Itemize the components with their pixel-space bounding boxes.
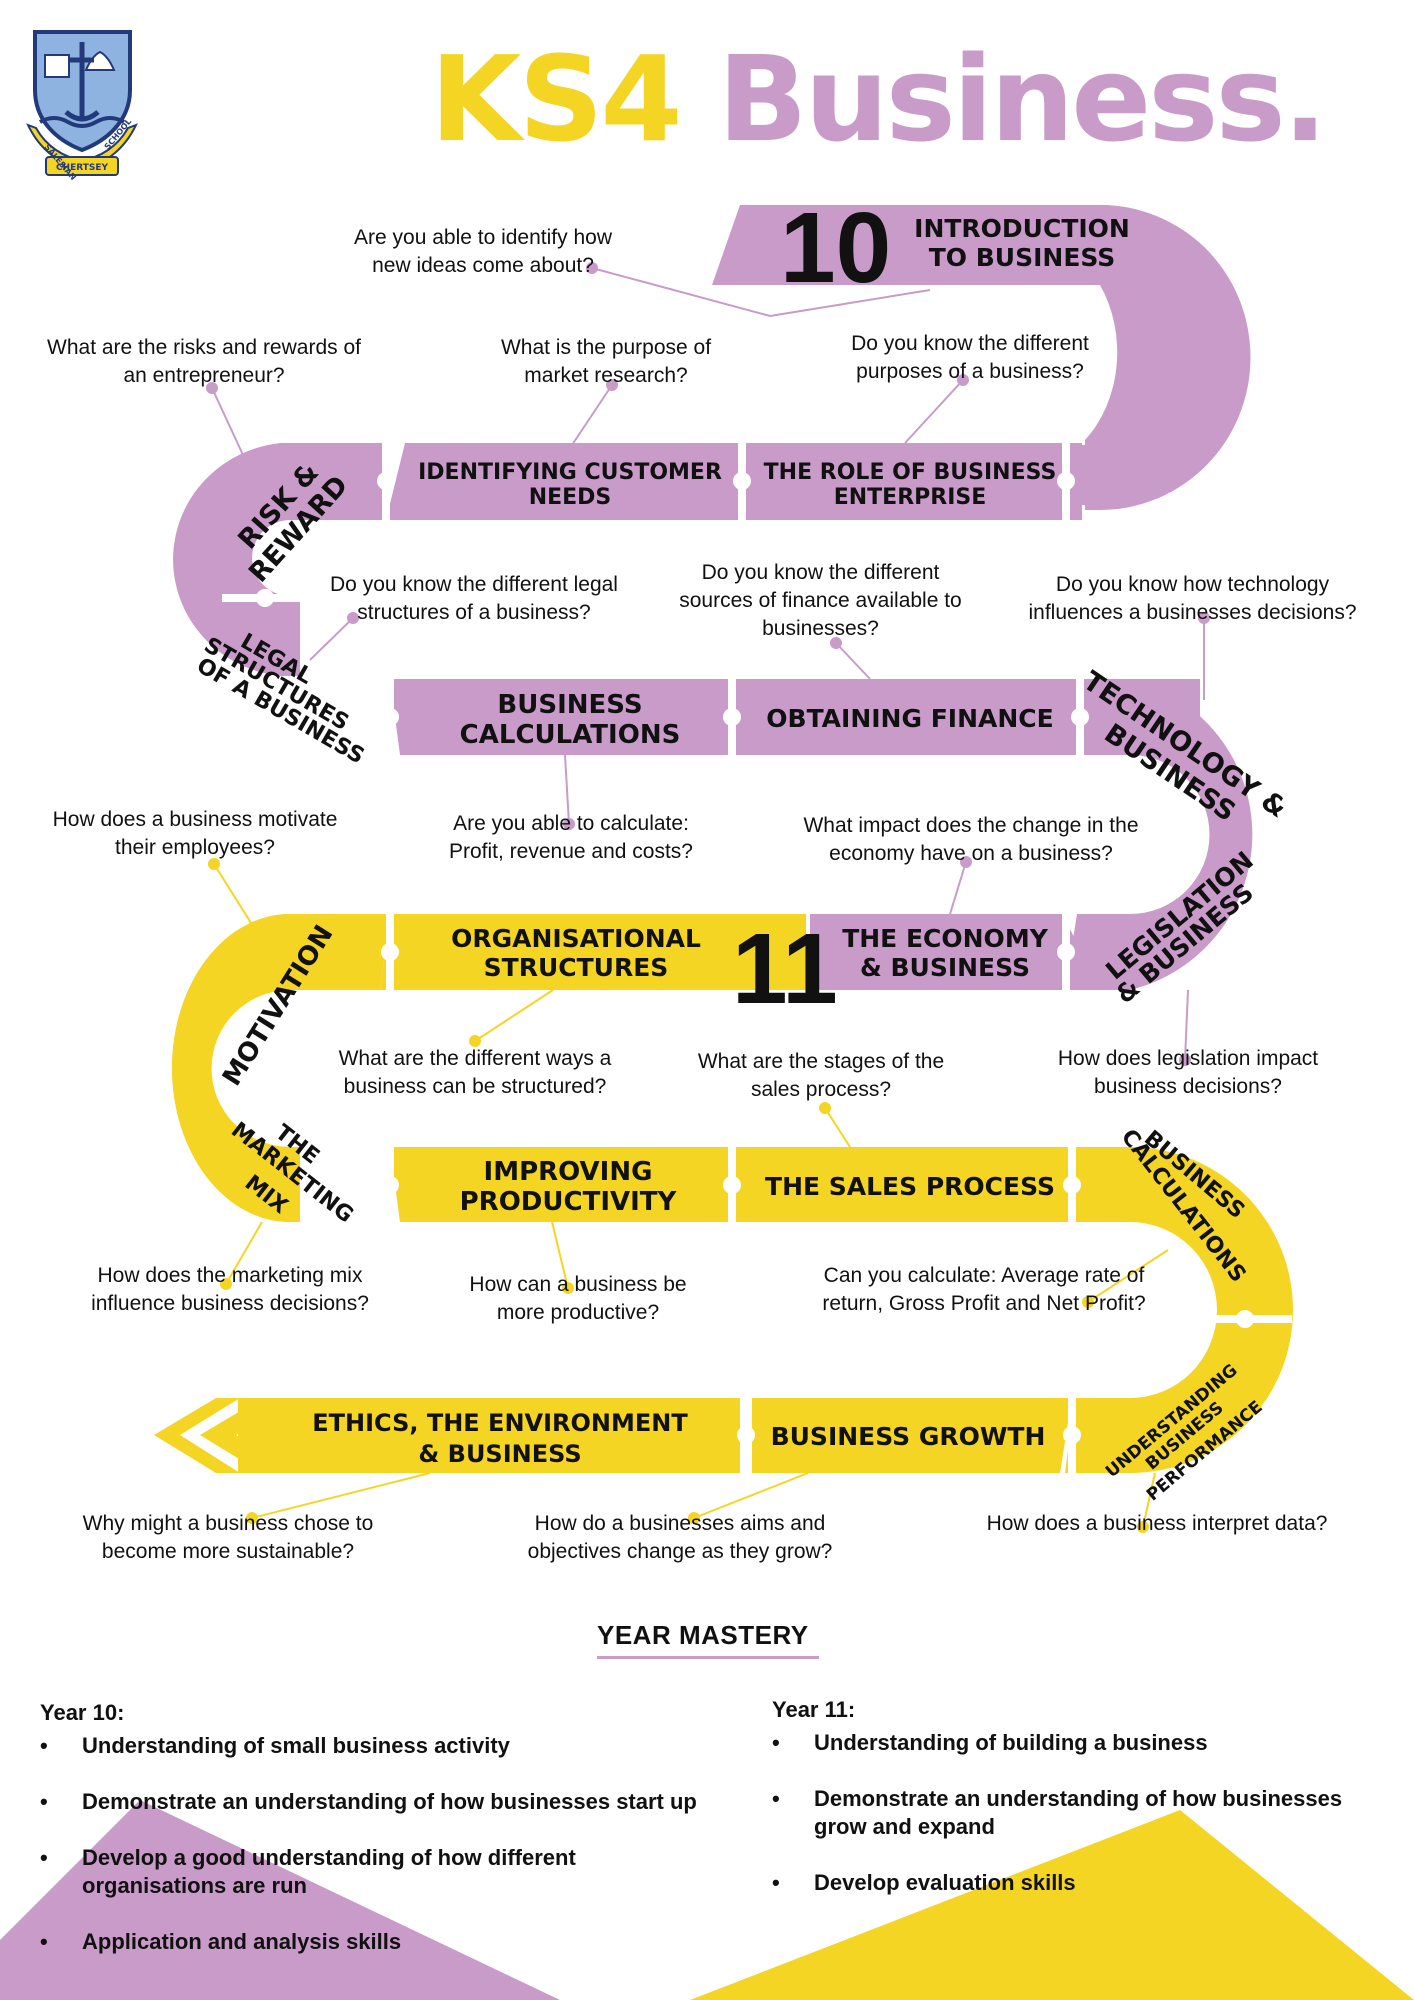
topic-intro-business-2: TO BUSINESS	[929, 243, 1116, 272]
year11-connectors	[213, 863, 1169, 1528]
decor-yellow-triangle	[690, 1810, 1414, 2000]
question-legal-structures: Do you know the different legal structur…	[330, 573, 618, 624]
topic-business-growth: BUSINESS GROWTH	[771, 1422, 1046, 1451]
year10-road	[173, 205, 1253, 990]
question-sustainable: Why might a business chose to become mor…	[82, 1512, 374, 1563]
year10-mastery-item: Develop a good understanding of how diff…	[40, 1844, 642, 1900]
year-mastery-underline	[597, 1656, 819, 1659]
question-productive: How can a business be more productive?	[469, 1273, 687, 1324]
question-market-research: What is the purpose of market research?	[500, 336, 712, 387]
year-10-marker: 10	[780, 192, 891, 304]
year10-mastery-heading: Year 10:	[40, 1700, 125, 1725]
topic-economy-business: THE ECONOMY	[842, 924, 1048, 953]
question-new-ideas: Are you able to identify how new ideas c…	[354, 226, 612, 277]
year11-mastery-item: Demonstrate an understanding of how busi…	[772, 1785, 1374, 1841]
question-sales-stages: What are the stages of the sales process…	[697, 1050, 945, 1101]
topic-economy-business-2: & BUSINESS	[860, 953, 1030, 982]
topic-organisational-structures-2: STRUCTURES	[484, 953, 669, 982]
year11-mastery: Year 11: Understanding of building a bus…	[772, 1697, 1392, 1925]
question-structured: What are the different ways a business c…	[338, 1047, 612, 1098]
year11-mastery-item: Understanding of building a business	[772, 1729, 1392, 1757]
question-technology: Do you know how technology influences a …	[1028, 573, 1357, 624]
question-marketing-mix: How does the marketing mix influence bus…	[91, 1264, 369, 1315]
title-business: Business.	[717, 30, 1328, 168]
topic-role-business-enterprise-2: ENTERPRISE	[834, 485, 987, 510]
question-economy: What impact does the change in the econo…	[803, 814, 1139, 865]
question-aims-objectives: How do a businesses aims and objectives …	[527, 1512, 833, 1563]
year10-mastery-item: Application and analysis skills	[40, 1928, 760, 1956]
crest-text-chertsey: CHERTSEY	[56, 163, 109, 173]
year10-mastery-item: Understanding of small business activity	[40, 1732, 760, 1760]
year11-mastery-item: Develop evaluation skills	[772, 1869, 1392, 1897]
title-ks4: KS4	[430, 30, 683, 168]
page-title: KS4 Business.	[430, 40, 1328, 158]
question-legislation: How does legislation impact business dec…	[1057, 1047, 1319, 1098]
year-mastery-heading: YEAR MASTERY	[597, 1620, 809, 1650]
year10-mastery: Year 10: Understanding of small business…	[40, 1700, 760, 1984]
topic-obtaining-finance: OBTAINING FINANCE	[766, 704, 1053, 733]
topic-improving-productivity: IMPROVING	[484, 1157, 653, 1187]
topic-role-business-enterprise: THE ROLE OF BUSINESS	[764, 460, 1057, 485]
question-sources-finance: Do you know the different sources of fin…	[679, 561, 962, 640]
topic-sales-process: THE SALES PROCESS	[765, 1172, 1055, 1201]
segment-dividers	[222, 440, 1292, 1476]
question-risks-rewards: What are the risks and rewards of an ent…	[47, 336, 361, 387]
year11-road	[154, 914, 1293, 1473]
year10-dots	[206, 262, 1210, 1066]
question-interpret-data: How does a business interpret data?	[986, 1512, 1328, 1535]
question-calculate-profit: Are you able to calculate: Profit, reven…	[449, 812, 693, 863]
year10-connectors	[211, 267, 1205, 1061]
question-motivation: How does a business motivate their emplo…	[52, 808, 338, 859]
topic-improving-productivity-2: PRODUCTIVITY	[460, 1187, 678, 1217]
topic-ethics-environment: ETHICS, THE ENVIRONMENT	[312, 1409, 688, 1437]
topic-identifying-customer-needs: IDENTIFYING CUSTOMER	[418, 460, 722, 485]
question-business-purposes: Do you know the different purposes of a …	[851, 332, 1089, 383]
question-average-return: Can you calculate: Average rate of retur…	[822, 1264, 1146, 1315]
year11-dots	[208, 858, 1149, 1533]
year10-mastery-item: Demonstrate an understanding of how busi…	[40, 1788, 760, 1816]
topic-business-calculations-y10: BUSINESS	[497, 690, 642, 720]
topic-business-calculations-y10-2: CALCULATIONS	[460, 720, 681, 750]
topic-identifying-customer-needs-2: NEEDS	[529, 485, 612, 510]
year-11-marker: 11	[732, 913, 838, 1025]
topic-organisational-structures: ORGANISATIONAL	[451, 924, 701, 953]
school-crest: SALESIAN SCHOOL CHERTSEY	[26, 30, 138, 182]
topic-intro-business: INTRODUCTION	[914, 214, 1130, 243]
topic-ethics-environment-2: & BUSINESS	[418, 1440, 581, 1468]
year11-mastery-heading: Year 11:	[772, 1697, 856, 1722]
